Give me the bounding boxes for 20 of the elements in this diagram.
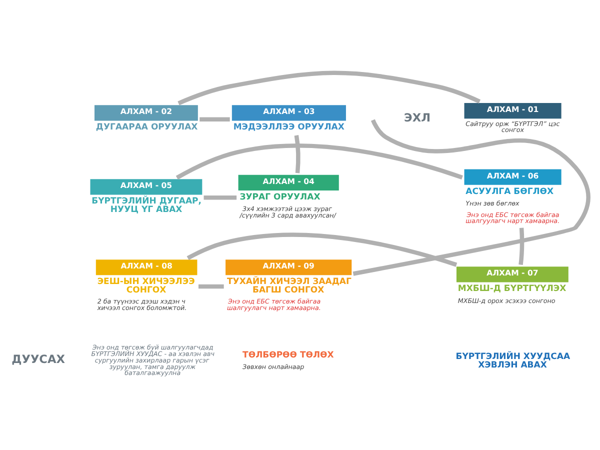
node-label: МЭДЭЭЛЛЭЭ ОРУУЛАХ: [233, 122, 344, 133]
node-text: БҮРТГЭЛИЙН ХУУДСАА ХЭВЛЭН АВАХ: [456, 352, 570, 370]
label: ДУУСАХ: [12, 352, 65, 366]
connector: [176, 144, 463, 180]
node-label: ТУХАЙН ХИЧЭЭЛ ЗААДАГ БАГШ СОНГОХ: [226, 277, 352, 296]
connector: [294, 135, 300, 174]
connector: [204, 195, 237, 200]
connector: [518, 228, 524, 265]
node-label: ДУГААРАА ОРУУЛАХ: [96, 122, 198, 133]
connector: [352, 119, 590, 276]
connector: [178, 70, 481, 106]
node-label: ЗУРАГ ОРУУЛАХ: [240, 192, 320, 202]
connector: [198, 284, 224, 289]
node-label: БҮРТГЭЛИЙН ДУГААР, НУУЦ ҮГ АВАХ: [92, 196, 202, 216]
connector: [186, 232, 458, 267]
node-label: МХБШ-Д БҮРТГҮҮЛЭХ: [458, 284, 566, 294]
connector: [200, 117, 230, 122]
node-label: АСУУЛГА БӨГЛӨХ: [466, 186, 554, 197]
label: ЭХЛ: [404, 110, 431, 124]
node-label: ЭЕШ-ЫН ХИЧЭЭЛЭЭ СОНГОХ: [97, 277, 195, 296]
